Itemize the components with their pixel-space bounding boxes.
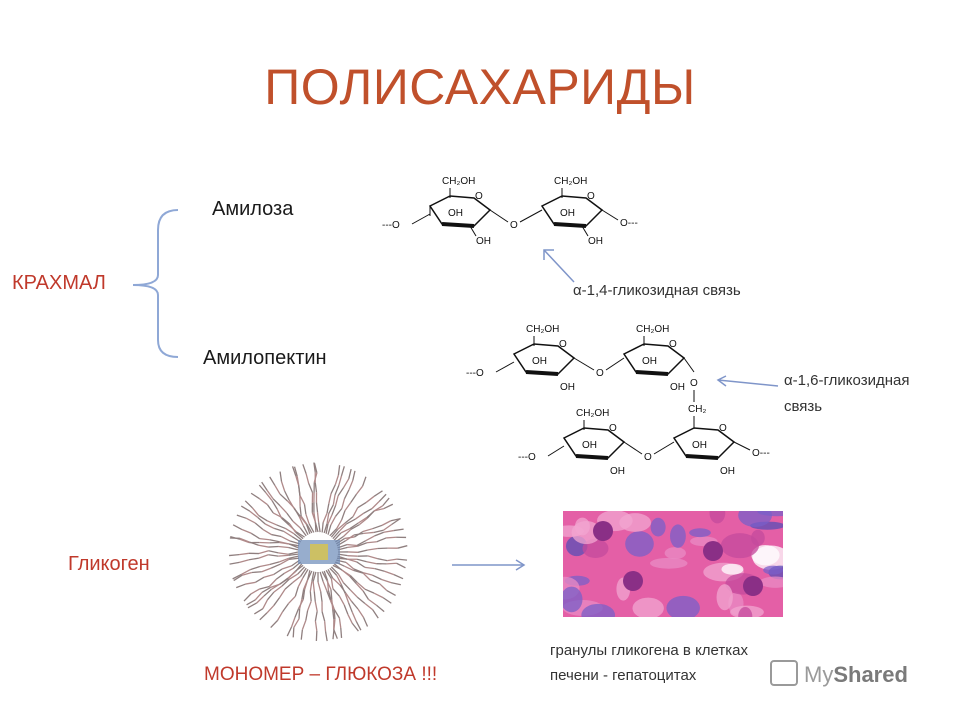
svg-text:---O: ---O (518, 452, 536, 463)
svg-text:OH: OH (692, 440, 707, 451)
amylopectin-structure: CH₂OH O OH OH CH₂OH O OH OH ---O O O CH₂… (466, 324, 770, 477)
svg-text:O: O (644, 452, 652, 463)
svg-text:O---: O--- (752, 448, 770, 459)
liver-micrograph (563, 511, 783, 617)
bond-16-label-line1: α-1,6-гликозидная (784, 372, 910, 389)
svg-text:O: O (587, 191, 595, 202)
svg-text:OH: OH (448, 208, 463, 219)
svg-text:O: O (609, 423, 617, 434)
svg-text:CH₂OH: CH₂OH (576, 408, 609, 419)
svg-text:OH: OH (532, 356, 547, 367)
starch-brace (132, 209, 179, 358)
svg-text:O: O (559, 339, 567, 350)
myshared-watermark: MyShared (770, 660, 908, 688)
glycogen-caption-line1: гранулы гликогена в клетках (550, 642, 749, 659)
svg-text:OH: OH (720, 466, 735, 477)
svg-text:O: O (690, 378, 698, 389)
monomer-label: МОНОМЕР – ГЛЮКОЗА !!! (204, 664, 438, 685)
svg-text:O: O (475, 191, 483, 202)
glycogen-label: Гликоген (68, 553, 150, 575)
bond-14-arrow (543, 249, 575, 283)
svg-text:OH: OH (582, 440, 597, 451)
svg-text:CH₂: CH₂ (688, 404, 706, 415)
svg-text:OH: OH (476, 236, 491, 247)
svg-text:OH: OH (560, 208, 575, 219)
page-title: ПОЛИСАХАРИДЫ (264, 59, 696, 115)
amylopectin-label: Амилопектин (203, 347, 327, 369)
svg-text:---O: ---O (466, 368, 484, 379)
svg-text:OH: OH (588, 236, 603, 247)
svg-text:O: O (510, 220, 518, 231)
bond-16-arrow (716, 375, 779, 387)
svg-text:OH: OH (560, 382, 575, 393)
svg-text:CH₂OH: CH₂OH (442, 176, 475, 187)
svg-text:O---: O--- (620, 218, 638, 229)
svg-text:---O: ---O (382, 220, 400, 231)
amylose-structure: CH₂OH O OH OH CH₂OH O OH OH ---O O O--- (382, 176, 638, 247)
bond-14-label: α-1,4-гликозидная связь (573, 282, 741, 299)
bond-16-label-line2: связь (784, 398, 823, 415)
svg-text:O: O (596, 368, 604, 379)
svg-text:OH: OH (670, 382, 685, 393)
glycogen-caption-line2: печени - гепатоцитах (550, 667, 697, 684)
glycogen-molecule-image (229, 462, 408, 642)
svg-text:CH₂OH: CH₂OH (554, 176, 587, 187)
svg-text:OH: OH (610, 466, 625, 477)
svg-text:O: O (669, 339, 677, 350)
svg-text:O: O (719, 423, 727, 434)
svg-text:CH₂OH: CH₂OH (636, 324, 669, 335)
svg-text:CH₂OH: CH₂OH (526, 324, 559, 335)
amylose-label: Амилоза (212, 198, 294, 220)
starch-label: КРАХМАЛ (12, 272, 106, 294)
glycogen-arrow (452, 559, 526, 571)
watermark-logo-icon (770, 660, 798, 686)
svg-text:OH: OH (642, 356, 657, 367)
